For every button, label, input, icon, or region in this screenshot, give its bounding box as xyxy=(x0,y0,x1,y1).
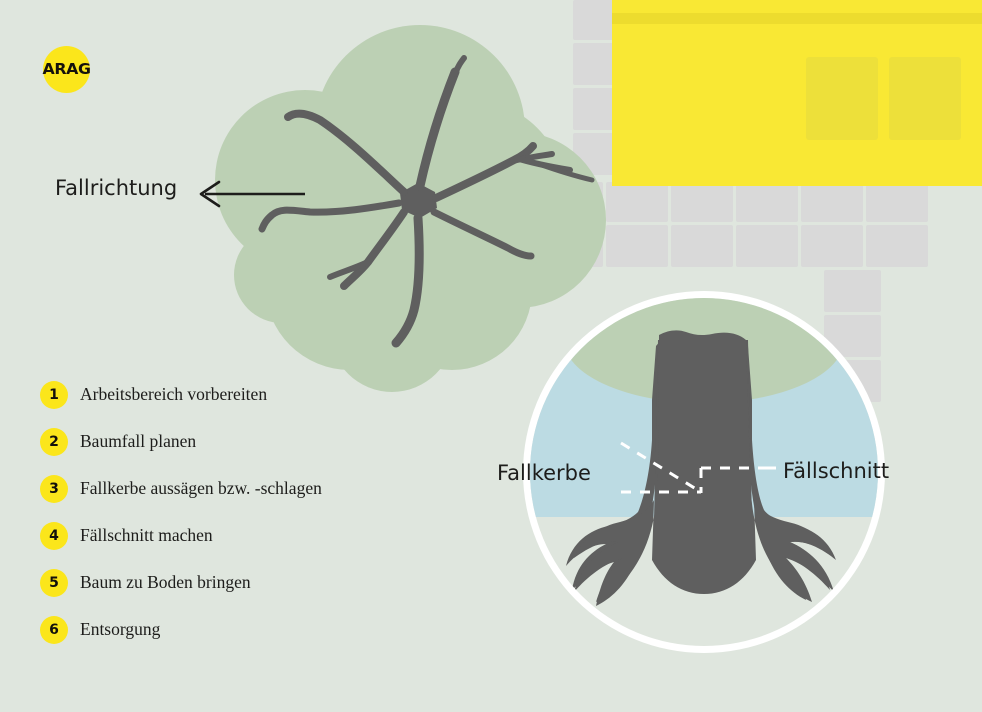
list-item: 6 Entsorgung xyxy=(40,606,460,653)
felling-cut-label: Fällschnitt xyxy=(783,459,890,483)
step-label: Arbeitsbereich vorbereiten xyxy=(80,384,268,404)
arag-logo-text: ARAG xyxy=(42,59,91,78)
step-label: Fällschnitt machen xyxy=(80,525,213,545)
list-item: 5 Baum zu Boden bringen xyxy=(40,559,460,606)
step-number-badge: 3 xyxy=(40,474,68,503)
step-number-badge: 4 xyxy=(40,521,68,550)
step-list: 1 Arbeitsbereich vorbereiten 2 Baumfall … xyxy=(40,371,460,653)
building-roof xyxy=(612,0,982,186)
list-item: 1 Arbeitsbereich vorbereiten xyxy=(40,371,460,418)
skylight-left xyxy=(806,57,878,140)
arag-logo[interactable]: ARAG xyxy=(42,46,91,93)
step-number-badge: 5 xyxy=(40,568,68,597)
notch-label: Fallkerbe xyxy=(497,461,591,485)
fall-direction-label: Fallrichtung xyxy=(55,176,178,200)
skylight-right xyxy=(889,57,961,140)
list-item: 4 Fällschnitt machen xyxy=(40,512,460,559)
step-label: Fallkerbe aussägen bzw. -schlagen xyxy=(80,478,322,498)
arrow-left-icon xyxy=(199,180,305,208)
step-number-badge: 2 xyxy=(40,427,68,456)
step-label: Baum zu Boden bringen xyxy=(80,572,251,592)
list-item: 3 Fallkerbe aussägen bzw. -schlagen xyxy=(40,465,460,512)
roof-ridge xyxy=(612,13,982,24)
step-number-badge: 6 xyxy=(40,615,68,644)
tree-branches xyxy=(258,55,595,348)
step-label: Entsorgung xyxy=(80,619,161,639)
step-number-badge: 1 xyxy=(40,380,68,409)
dashed-cut-icon xyxy=(699,466,770,493)
detail-circle-inset xyxy=(523,291,885,653)
list-item: 2 Baumfall planen xyxy=(40,418,460,465)
dashed-wedge-icon xyxy=(620,441,702,494)
step-label: Baumfall planen xyxy=(80,431,197,451)
